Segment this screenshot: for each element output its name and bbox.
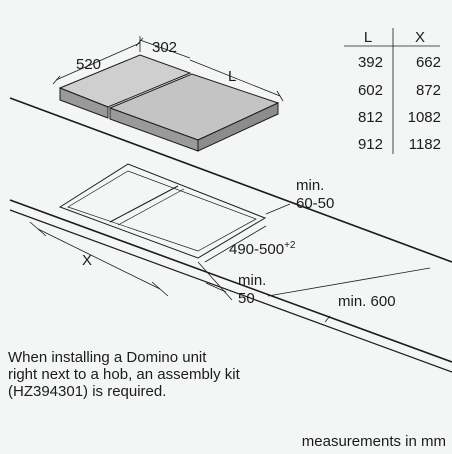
dim-label-x: X xyxy=(82,252,92,269)
table-cell: 1082 xyxy=(408,109,441,126)
cutout-outline xyxy=(58,163,267,259)
front-gap-label-1: min. xyxy=(238,272,266,289)
worktop-back-edge xyxy=(9,97,452,263)
dim-line-302 xyxy=(139,39,191,59)
dim-tick xyxy=(151,281,169,297)
table-cell: 602 xyxy=(358,82,383,99)
leader-line xyxy=(324,315,331,323)
wall-gap-label-1: min. xyxy=(296,177,324,194)
worktop-front-edge-top xyxy=(9,199,452,363)
wall-gap-label-2: 60-50 xyxy=(296,195,334,212)
table-cell: 872 xyxy=(416,82,441,99)
dim-label-520: 520 xyxy=(76,56,101,73)
cutout-inner xyxy=(67,170,257,252)
table-header-x: X xyxy=(415,29,425,46)
worktop-front-edge-bottom xyxy=(9,209,452,373)
dim-line-depth xyxy=(204,225,267,263)
table-header-l: L xyxy=(364,29,372,46)
worktop-cutout xyxy=(58,163,267,259)
hob-units-illustration: 520 302 L xyxy=(52,36,284,152)
dim-side-gap: min. 600 xyxy=(267,267,431,323)
leader-line xyxy=(205,282,227,293)
dim-line-L xyxy=(189,59,281,97)
table-cell: 912 xyxy=(358,136,383,153)
front-gap-label-2: 50 xyxy=(238,290,255,307)
side-gap-label: min. 600 xyxy=(338,293,396,310)
dim-line-520 xyxy=(55,42,141,81)
domino-unit-side xyxy=(59,87,109,119)
table-cell: 812 xyxy=(358,109,383,126)
table-cell: 1182 xyxy=(409,136,441,153)
dim-line-side-gap xyxy=(267,267,431,297)
cutout-divider xyxy=(109,185,179,223)
dim-tick xyxy=(135,37,144,47)
dim-tick xyxy=(52,75,61,85)
dim-wall-gap: min. 60-50 xyxy=(265,177,334,215)
table-cell: 392 xyxy=(358,54,383,71)
units-footer: measurements in mm xyxy=(301,433,446,450)
assembly-note: When installing a Domino unit right next… xyxy=(8,349,240,400)
dim-depth: 490-500+2 xyxy=(204,225,296,263)
dim-front-gap: min. 50 xyxy=(197,261,266,307)
dim-x: X xyxy=(29,221,169,297)
hob-unit-side-right xyxy=(197,102,279,152)
dim-tick xyxy=(29,221,47,237)
dim-label-302: 302 xyxy=(152,39,177,56)
dim-tick xyxy=(276,90,284,102)
dim-line-front-gap xyxy=(197,261,233,301)
dim-label-L: L xyxy=(228,68,236,85)
dimension-table: L X 392 662 602 872 812 1082 912 1182 xyxy=(344,28,441,154)
worktop xyxy=(9,97,452,373)
depth-label: 490-500+2 xyxy=(229,240,296,258)
dim-line-x xyxy=(37,228,161,290)
table-cell: 662 xyxy=(416,54,441,71)
leader-line xyxy=(265,203,291,215)
cutout-divider-2 xyxy=(117,188,185,226)
